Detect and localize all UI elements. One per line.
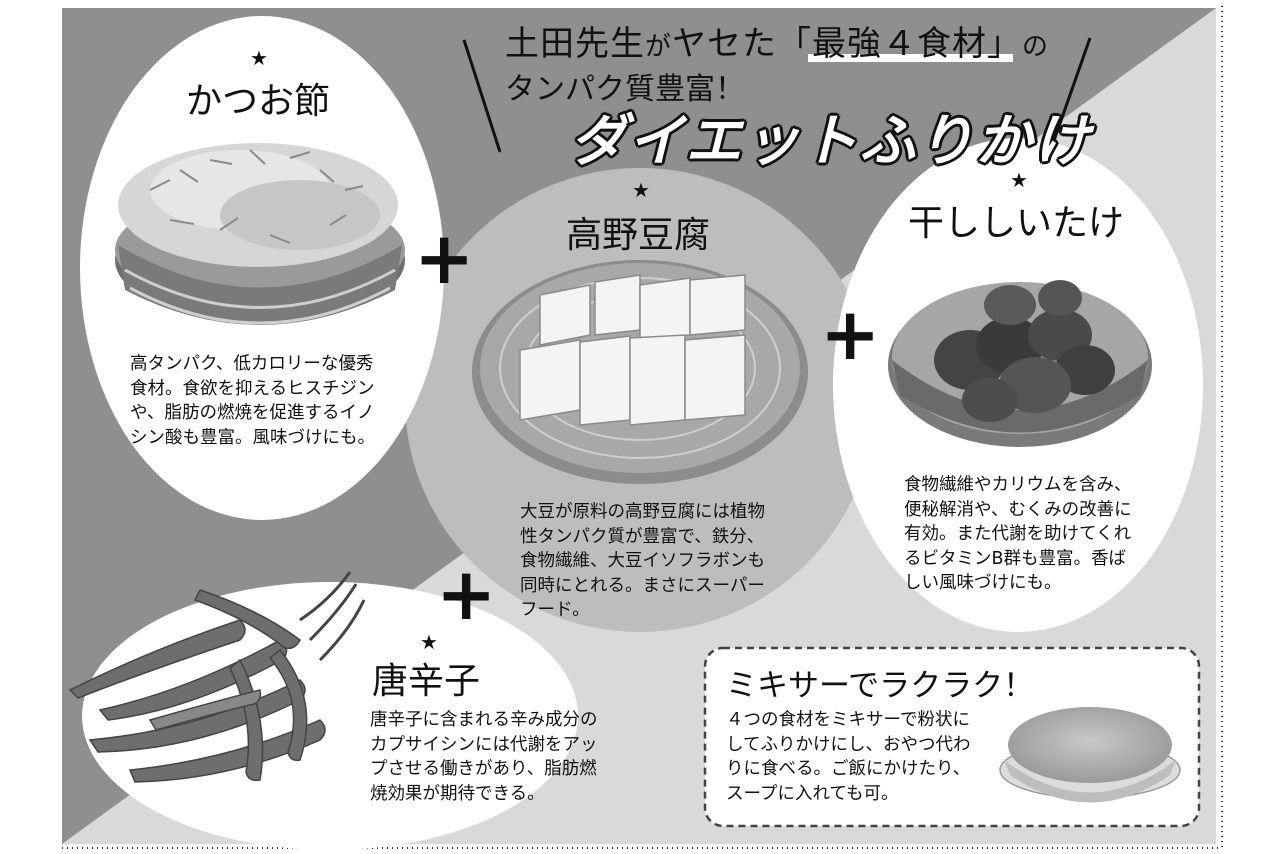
right-slash-line: [1048, 37, 1092, 153]
desc-line: 食材。食欲を抑えるヒスチジン: [130, 378, 375, 399]
desc-line: 焼効果が期待できる。: [370, 783, 545, 804]
katsuobushi-basket-illustration: [115, 143, 405, 325]
header-title-part1: 土田先生: [505, 24, 645, 64]
header-title: 土田先生がヤセた「最強４食材」の: [505, 16, 1049, 65]
desc-line: 食物繊維、大豆イソフラボンも: [520, 551, 765, 571]
desc-line: してふりかけにし、おやつ代わ: [726, 734, 971, 755]
desc-line: 同時にとれる。まさにスーパー: [520, 575, 765, 596]
desc-line: りに食べる。ご飯にかけたり、: [726, 759, 971, 779]
plus-icon: +: [414, 216, 475, 300]
katsuobushi-description: 高タンパク、低カロリーな優秀 食材。食欲を抑えるヒスチジン や、脂肪の燃焼を促進…: [130, 352, 400, 450]
header-subtitle: タンパク質豊富！: [505, 72, 745, 107]
furikake-powder-bowl-illustration: [999, 707, 1181, 803]
plus-icon: +: [436, 552, 497, 636]
desc-line: 便秘解消や、むくみの改善に: [904, 499, 1132, 520]
desc-line: 性タンパク質が豊富で、鉄分、: [520, 526, 765, 547]
shiitake-title: 干ししいたけ: [908, 203, 1125, 244]
koya-tofu-on-bamboo-plate-illustration: [472, 260, 808, 484]
desc-line: ４つの食材をミキサーで粉状に: [726, 710, 970, 730]
chili-description: 唐辛子に含まれる辛み成分の カプサイシンには代謝をアッ プさせる働きがあり、脂肪…: [370, 708, 640, 806]
mixer-title: ミキサーでラクラク！: [726, 668, 1035, 704]
koya-tofu-description: 大豆が原料の高野豆腐には植物 性タンパク質が豊富で、鉄分、 食物繊維、大豆イソフ…: [520, 500, 790, 623]
desc-line: 食物繊維やカリウムを含み、: [904, 475, 1132, 495]
red-chili-peppers-illustration: [68, 571, 366, 783]
mixer-description: ４つの食材をミキサーで粉状に してふりかけにし、おやつ代わ りに食べる。ご飯にか…: [726, 708, 986, 806]
desc-line: 高タンパク、低カロリーな優秀: [130, 354, 374, 374]
desc-line: や、脂肪の燃焼を促進するイノ: [130, 403, 375, 423]
header-title-part3: ヤセた「最強４食材」: [672, 24, 1023, 64]
desc-line: 唐辛子に含まれる辛み成分の: [370, 710, 598, 730]
star-icon: ★: [420, 630, 438, 654]
header-title-part2: が: [645, 32, 673, 62]
katsuobushi-title: かつお節: [186, 81, 331, 122]
koya-tofu-title: 高野豆腐: [566, 215, 711, 256]
main-title: ダイエットふりかけ: [570, 109, 1092, 174]
desc-line: プさせる働きがあり、脂肪燃: [370, 759, 597, 779]
desc-line: シン酸も豊富。風味づけにも。: [130, 427, 375, 448]
desc-line: 大豆が原料の高野豆腐には植物: [520, 502, 765, 522]
star-icon: ★: [1010, 168, 1028, 192]
chili-title: 唐辛子: [372, 661, 481, 702]
desc-line: カプサイシンには代謝をアッ: [370, 734, 598, 755]
desc-line: しい風味づけにも。: [904, 573, 1062, 593]
desc-line: るビタミンB群も豊富。香ば: [904, 548, 1127, 569]
shiitake-description: 食物繊維やカリウムを含み、 便秘解消や、むくみの改善に 有効。また代謝を助けてく…: [904, 473, 1154, 596]
desc-line: フード。: [520, 600, 590, 620]
desc-line: 有効。また代謝を助けてくれ: [904, 524, 1131, 544]
header-title-part4: の: [1022, 32, 1050, 62]
plus-icon: +: [820, 292, 881, 376]
desc-line: スープに入れても可。: [726, 783, 899, 804]
dried-shiitake-basket-illustration: [888, 280, 1152, 447]
left-slash-line: [462, 39, 502, 153]
title-highlight-underline: [808, 54, 1013, 62]
star-icon: ★: [250, 46, 268, 70]
star-icon: ★: [632, 178, 650, 202]
